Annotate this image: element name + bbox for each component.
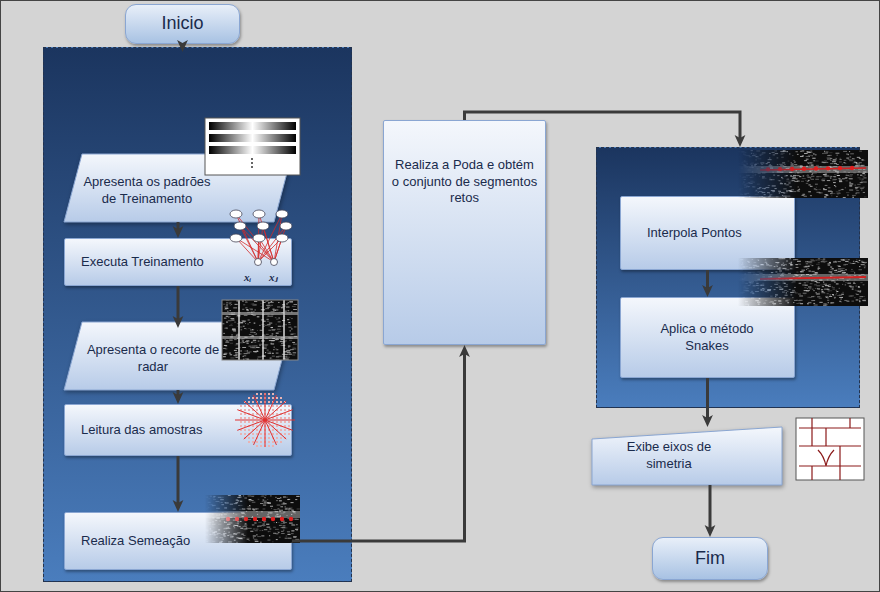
node-text: Apresenta o recorte de radar [78,342,228,375]
node-text: Interpola Pontos [647,225,742,242]
output-parallelogram: Exibe eixos de simetria [592,427,782,485]
node-text: Leitura das amostras [81,422,202,439]
process-box: Leitura das amostras [64,404,292,456]
flow-arrow [181,44,184,46]
process-box: Realiza Semeação [64,512,292,570]
flow-arrow [709,485,712,531]
node-text: Aplica o método Snakes [647,321,767,354]
symmetry-axes-icon [796,418,864,480]
start-terminal: Inicio [125,4,240,44]
process-box: Executa Treinamento [64,238,292,286]
node-text: Exibe eixos de simetria [614,439,724,472]
node-text: Inicio [161,12,203,35]
variable-label: xⱼ [269,271,278,284]
node-text: Fim [695,547,725,570]
variable-label: xᵢ [244,271,251,283]
node-text: Realiza Semeação [81,533,190,550]
node-text: Apresenta os padrões de Treinamento [78,174,216,207]
end-terminal: Fim [652,537,768,580]
node-text: Executa Treinamento [81,254,204,271]
node-text: Realiza a Poda e obtém o conjunto de seg… [391,157,539,207]
process-group: Interpola PontosAplica o método Snakes [596,147,860,408]
process-box: Aplica o método Snakes [620,297,795,378]
process-box: Realiza a Poda e obtém o conjunto de seg… [383,120,546,345]
input-box: Apresenta o recorte de radar [64,322,292,390]
input-box: Apresenta os padrões de Treinamento [64,154,292,222]
process-group: Apresenta os padrões de TreinamentoExecu… [43,47,352,582]
process-box: Interpola Pontos [620,196,795,270]
